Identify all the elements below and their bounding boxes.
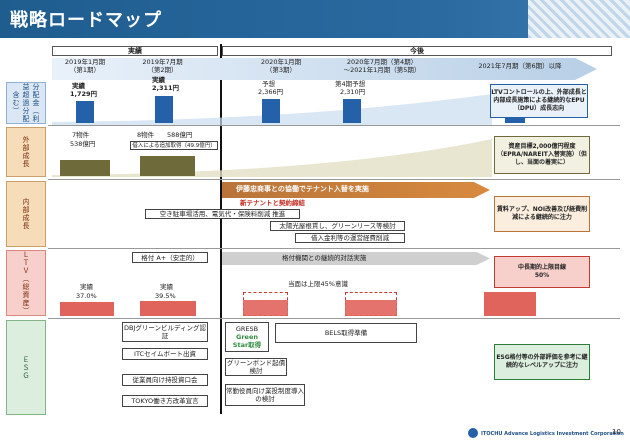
company-logo-icon: [468, 428, 478, 438]
period-5-line1: 2021年7月期（第6期）以降: [478, 62, 562, 70]
ltv-p1-status: 実績: [80, 283, 93, 291]
period-arrow-band: [52, 58, 597, 80]
external-growth-curve: [52, 139, 492, 177]
dividend-p1-status: 実績: [72, 82, 85, 90]
dividend-p1-bar: [76, 101, 94, 123]
ltv-future-bar: [484, 292, 536, 316]
esg-box-bels: BELS取得準備: [275, 323, 417, 343]
esg-gresb-line2: Green: [236, 333, 258, 341]
row-separator: [48, 179, 620, 180]
row-label-internal: 内部成長: [6, 181, 46, 247]
dividend-p3-value: 2,366円: [258, 88, 284, 96]
ltv-note: 中長期的上限目線 50%: [494, 256, 590, 288]
ltv-arrow-text: 格付機関との継続的対話実施: [282, 254, 367, 262]
esg-box-officer-plan: 常勤役員向け業投制度導入の検討: [225, 384, 305, 406]
esg-box-employee: 従業員向け持投資口会: [122, 374, 208, 386]
dividend-p2-value: 2,311円: [152, 84, 180, 92]
header-future: 今後: [222, 46, 612, 56]
internal-box-parking: 空き駐車場活用、電気代・保険料削減 推進: [145, 209, 300, 219]
esg-box-gresb: GRESB Green Star取得: [225, 322, 269, 352]
period-3-line1: 2020年1月期: [260, 58, 302, 66]
period-4: 2020年7月期（第4期） ～2021年1月期（第5期）: [330, 58, 434, 74]
ltv-arrow: [222, 252, 490, 265]
dividend-p3-status: 予想: [262, 80, 275, 88]
period-2: 2019年7月期 （第2期）: [125, 58, 200, 74]
external-note: 資産目標2,000億円程度（EPRA/NAREIT入替実施）（但し、当面の着実に…: [494, 136, 590, 174]
period-1-line2: （第1期）: [69, 66, 101, 74]
external-p2-bar: [140, 156, 195, 176]
external-p2-count: 8物件: [137, 131, 155, 139]
period-3: 2020年1月期 （第3期）: [242, 58, 320, 74]
dividend-p4-value: 2,310円: [340, 88, 366, 96]
ltv-p1-bar: [60, 302, 114, 316]
dividend-growth-curve: [52, 94, 492, 125]
esg-gresb-line3: Star取得: [232, 341, 262, 349]
row-label-external: 外部成長: [6, 127, 46, 177]
row-label-dividend: 分配金（利益超過分配含む）: [6, 82, 46, 124]
ltv-p2-bar: [140, 301, 196, 316]
period-2-line2: （第2期）: [147, 66, 178, 74]
dividend-p4-bar: [343, 99, 361, 123]
row-label-ltv: ＬＴＶ（総資産）: [6, 250, 46, 316]
ltv-p2-status: 実績: [160, 283, 173, 291]
internal-arrow: [222, 182, 490, 198]
period-1-line1: 2019年1月期: [64, 58, 106, 66]
title-bar: [0, 0, 630, 38]
dividend-p2-bar: [155, 96, 173, 123]
period-4-line1: 2020年7月期（第4期）: [346, 58, 418, 66]
dividend-note: LTVコントロールの上、外部成長と内部成長施策による継続的なEPU（DPU）成長…: [490, 84, 588, 118]
internal-note: 賃料アップ、NOI改善及び経費削減による継続的に注力: [494, 196, 590, 232]
internal-box-cost: 借入金利等の運営経費削減: [295, 233, 405, 243]
esg-box-itc: ITCセイムボート出資: [122, 348, 208, 360]
esg-box-green-bond: グリーンボンド起債検討: [225, 358, 287, 376]
footer-company: ITOCHU Advance Logistics Investment Corp…: [481, 431, 624, 437]
esg-gresb-line1: GRESB: [235, 325, 259, 333]
period-2-line1: 2019年7月期: [142, 58, 183, 66]
row-separator: [48, 318, 620, 319]
period-3-line2: （第3期）: [265, 66, 297, 74]
ltv-p3-bar: [243, 300, 288, 316]
page-title: 戦略ロードマップ: [10, 10, 162, 31]
external-p1-amount: 538億円: [70, 140, 96, 148]
dividend-p4-status: 第4期予想: [335, 80, 366, 88]
row-label-esg: ＥＳＧ: [6, 320, 46, 415]
row-separator: [48, 125, 620, 126]
ltv-note-line1: 中長期的上限目線: [517, 264, 566, 271]
ltv-p4-bar: [345, 300, 397, 316]
ltv-p2-value: 39.5%: [155, 292, 176, 300]
period-4-line2: ～2021年1月期（第5期）: [343, 66, 421, 74]
internal-sub-text: 新テナントと契約締結: [240, 199, 305, 207]
dividend-p2-status: 実績: [152, 76, 165, 84]
dividend-p1-value: 1,729円: [70, 90, 98, 98]
period-1: 2019年1月期 （第1期）: [55, 58, 115, 74]
ltv-limit-text: 当面は上限45%意識: [288, 280, 348, 288]
esg-box-dbj: DBJグリーンビルディング認証: [122, 322, 208, 342]
row-separator: [48, 248, 620, 249]
external-p2-note: 借入による追加取得（49.9億円）: [130, 141, 218, 150]
timeline-divider: [220, 44, 222, 414]
dividend-p3-bar: [262, 99, 280, 123]
external-p1-count: 7物件: [72, 131, 90, 139]
ltv-p1-value: 37.0%: [76, 292, 97, 300]
esg-note: ESG格付等の外部評価を参考に継続的なレベルアップに注力: [494, 344, 590, 380]
period-5: 2021年7月期（第6期）以降: [460, 62, 580, 70]
esg-box-tokyo: TOKYO働き方改革宣言: [122, 395, 208, 407]
internal-box-solar: 太陽光屋根賃し、グリーンリース等検討: [270, 221, 405, 231]
external-p1-bar: [60, 160, 110, 176]
internal-arrow-text: 伊藤忠商事との協働でテナント入替を実施: [236, 185, 369, 193]
header-actual: 実績: [52, 46, 218, 56]
external-p2-amount: 588億円: [167, 131, 193, 139]
ltv-rating-box: 格付 A+（安定的）: [132, 252, 208, 263]
page-number: 10: [612, 428, 621, 436]
title-pattern-decoration: [528, 0, 630, 38]
ltv-note-line2: 50%: [534, 272, 550, 279]
